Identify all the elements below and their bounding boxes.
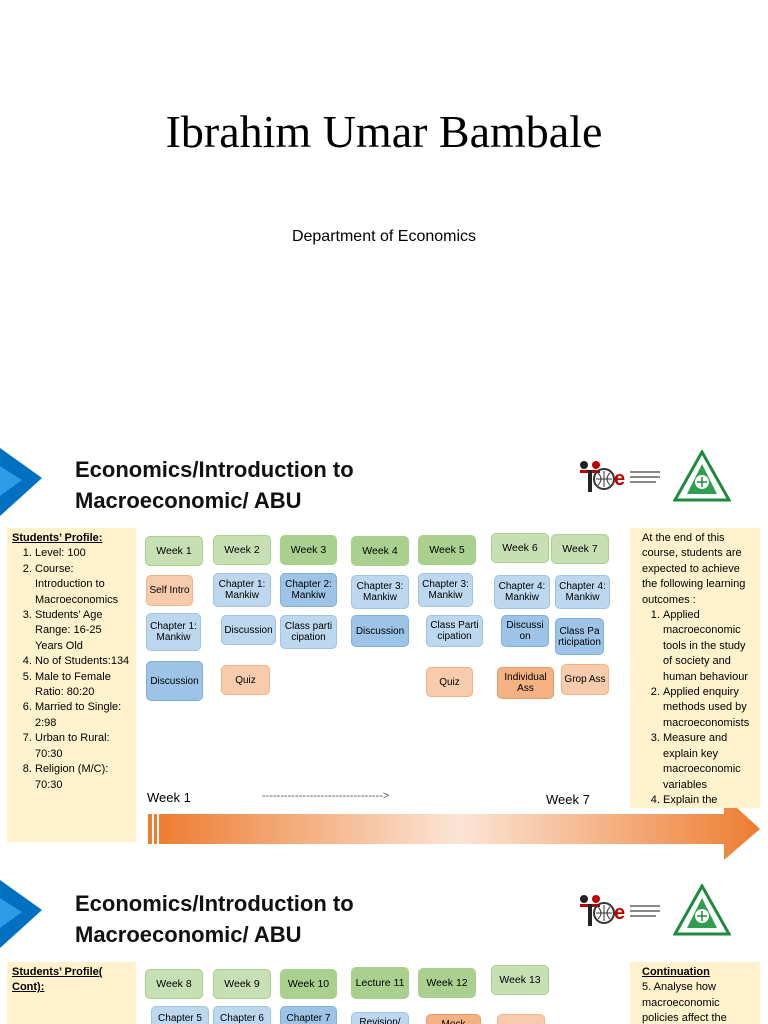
week-1-box: Week 1 xyxy=(145,536,203,566)
activity-box: Discussion xyxy=(221,615,276,645)
activity-box: Chapter 3: Mankiw xyxy=(418,573,473,607)
week-3-box: Week 3 xyxy=(280,535,337,565)
activity-box: Chapter 2: Mankiw xyxy=(280,573,337,607)
learning-outcomes-panel: At the end of this course, students are … xyxy=(630,528,760,808)
chevron-logo-icon xyxy=(0,880,42,948)
department-subtitle: Department of Economics xyxy=(291,228,477,245)
timeline-arrow-icon xyxy=(148,796,760,860)
activity-box xyxy=(497,1014,545,1024)
outcome-item: Measure and explain key macroeconomic va… xyxy=(663,731,755,793)
activity-box: Grop Ass xyxy=(561,664,609,695)
activity-box: Class Participation xyxy=(426,615,483,647)
activity-box: Class participation xyxy=(280,615,337,649)
author-name: Ibrahim Umar Bambale xyxy=(165,106,603,157)
activity-box: Chapter 6 xyxy=(213,1006,271,1024)
arrow-start-label: Week 1 xyxy=(147,790,191,805)
activity-box: Chapter 4: Mankiw xyxy=(555,575,610,609)
slide-title-line2: Macroeconomic/ ABU xyxy=(75,922,302,947)
slide-title: Economics/Introduction to Macroeconomic/… xyxy=(75,454,354,516)
activity-box: Chapter 1: Mankiw xyxy=(146,613,201,651)
activity-box: Discussion xyxy=(146,661,203,701)
profile-heading: Students’ Profile: xyxy=(12,532,103,544)
week-10-box: Week 10 xyxy=(280,969,337,999)
week-4-box: Week 4 xyxy=(351,536,409,566)
course-timeline-slide: Economics/Introduction to Macroeconomic/… xyxy=(0,432,768,862)
activity-box: Mock xyxy=(426,1014,481,1024)
week-9-box: Week 9 xyxy=(213,969,271,999)
profile-item: Male to Female Ratio: 80:20 xyxy=(35,670,131,701)
profile-item: Religion (M/C): 70:30 xyxy=(35,762,131,793)
activity-box: Chapter 5 xyxy=(151,1006,209,1024)
slide-title: Economics/Introduction to Macroeconomic/… xyxy=(75,888,354,950)
outcome-item: Applied macroeconomic tools in the study… xyxy=(663,608,755,685)
outcome-item: Applied enquiry methods used by macroeco… xyxy=(663,685,755,731)
continuation-panel: Continuation 5. Analyse how macroeconomi… xyxy=(630,962,760,1024)
activity-box: Chapter 1: Mankiw xyxy=(213,573,271,607)
course-timeline-slide-continued: Economics/Introduction to Macroeconomic/… xyxy=(0,862,768,1024)
week-6-box: Week 6 xyxy=(491,533,549,563)
arrow-end-label: Week 7 xyxy=(546,792,590,807)
activity-box: Discussion xyxy=(351,615,409,647)
activity-box: Chapter 4: Mankiw xyxy=(494,575,550,609)
week-8-box: Week 8 xyxy=(145,969,203,999)
outcomes-list: Applied macroeconomic tools in the study… xyxy=(642,608,755,808)
activity-box: Discussion xyxy=(501,615,549,647)
profile-item: Students’ Age Range: 16-25 Years Old xyxy=(35,608,131,654)
students-profile-panel: Students’ Profile( Cont): xyxy=(7,962,136,1024)
profile-item: Course: Introduction to Macroeconomics xyxy=(35,562,131,608)
activity-box: Self Intro xyxy=(146,575,193,606)
abu-crest-icon xyxy=(673,884,731,936)
week-13-box: Week 13 xyxy=(491,965,549,995)
abu-crest-icon xyxy=(673,450,731,502)
slide-title-line1: Economics/Introduction to xyxy=(75,891,354,916)
activity-box: Chapter 7 xyxy=(280,1006,337,1024)
slide-title-line2: Macroeconomic/ ABU xyxy=(75,488,302,513)
week-5-box: Week 5 xyxy=(418,535,476,565)
svg-text:e: e xyxy=(614,468,625,490)
svg-text:e: e xyxy=(614,902,625,924)
outcomes-intro: At the end of this course, students are … xyxy=(642,532,746,606)
lecture-11-box: Lecture 11 xyxy=(351,967,409,999)
activity-box: Chapter 3: Mankiw xyxy=(351,575,409,609)
students-profile-panel: Students’ Profile: Level: 100 Course: In… xyxy=(7,528,136,842)
activity-box: Revision/ xyxy=(351,1012,409,1024)
chevron-logo-icon xyxy=(0,448,42,516)
profile-item: Level: 100 xyxy=(35,546,131,561)
activity-box: Class Participation xyxy=(555,618,604,655)
toe-logo-icon: e xyxy=(580,895,660,926)
profile-heading: Students’ Profile( Cont): xyxy=(12,966,103,994)
activity-box: Individual Ass xyxy=(497,667,554,699)
profile-item: Married to Single: 2:98 xyxy=(35,700,131,731)
activity-box: Quiz xyxy=(426,667,473,697)
cover-slide: Ibrahim Umar Bambale Department of Econo… xyxy=(0,0,768,432)
profile-item: Urban to Rural: 70:30 xyxy=(35,731,131,762)
continuation-text: 5. Analyse how macroeconomic policies af… xyxy=(642,981,727,1024)
outcome-item: Explain the xyxy=(663,793,755,808)
continuation-heading: Continuation xyxy=(642,966,710,978)
week-2-box: Week 2 xyxy=(213,535,271,565)
activity-box: Quiz xyxy=(221,665,270,695)
toe-logo-icon: e xyxy=(580,461,660,492)
arrow-dashes: ---------------------------------> xyxy=(262,790,390,802)
profile-item: No of Students:134 xyxy=(35,654,131,669)
profile-list: Level: 100 Course: Introduction to Macro… xyxy=(12,546,131,793)
week-7-box: Week 7 xyxy=(551,534,609,564)
slide-title-line1: Economics/Introduction to xyxy=(75,457,354,482)
week-12-box: Week 12 xyxy=(418,968,476,998)
